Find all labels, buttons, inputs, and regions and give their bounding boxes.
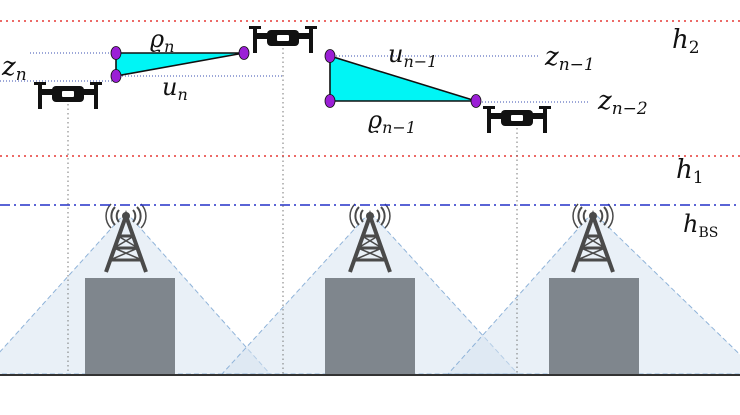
label-hbs: hBS <box>683 210 718 241</box>
projection-lines <box>67 48 518 374</box>
label-z-n-minus-2: zn−2 <box>597 86 648 119</box>
label-z-n: zn <box>1 52 27 85</box>
label-h1: h1 <box>676 155 704 188</box>
building-right <box>549 278 639 374</box>
buildings <box>85 278 639 374</box>
label-u-n-minus-1: un−1 <box>388 40 437 71</box>
label-rho-n-minus-1: ϱn−1 <box>368 106 416 137</box>
triangle-n-minus-1 <box>329 54 477 102</box>
label-rho-n: ϱn <box>150 25 174 56</box>
label-z-n-minus-1: zn−1 <box>544 42 595 75</box>
triangle-vertices <box>110 46 482 108</box>
guide-lines <box>0 52 590 103</box>
triangle-n <box>115 52 245 77</box>
label-h2: h2 <box>672 25 700 58</box>
building-middle <box>325 278 415 374</box>
building-left <box>85 278 175 374</box>
label-u-n: un <box>162 73 188 104</box>
